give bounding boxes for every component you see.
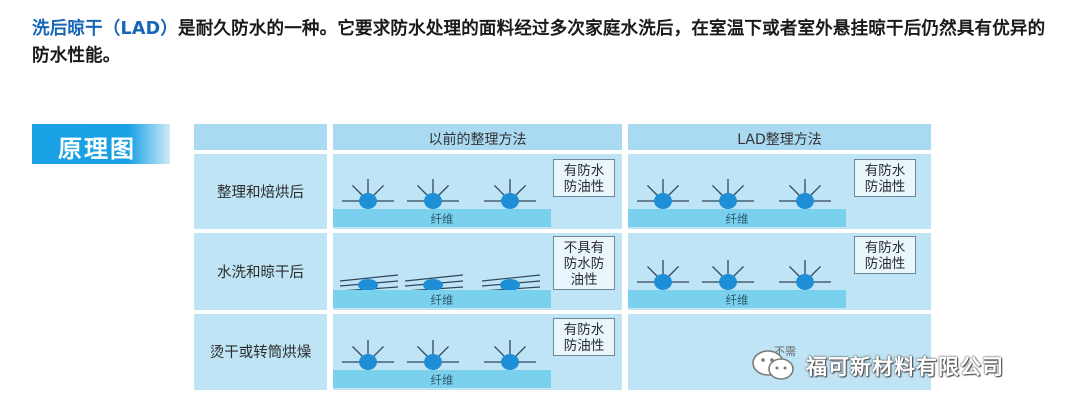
fiber-bar: 纤维 (333, 290, 551, 308)
old-note-row3: 有防水 防油性 (553, 318, 615, 356)
fiber-label: 纤维 (430, 293, 454, 307)
molecule-standing (702, 260, 754, 293)
row-label-cell: 烫干或转筒烘燥 (194, 314, 327, 390)
fiber-bar: 纤维 (333, 370, 551, 388)
molecule-lying (481, 274, 541, 292)
old-cell-row3: 有防水 防油性 纤维 (333, 314, 622, 390)
lad-note-row1: 有防水 防油性 (854, 159, 916, 197)
watermark-text: 福可新材料有限公司 (806, 355, 1004, 379)
molecule-lying (404, 274, 464, 292)
old-note-row2: 不具有 防水防 油性 (553, 236, 615, 290)
molecules-old-row2 (339, 274, 541, 292)
intro-paragraph: 洗后晾干（LAD）是耐久防水的一种。它要求防水处理的面料经过多次家庭水洗后，在室… (32, 16, 1052, 70)
molecule-lying (339, 274, 399, 292)
row-label-cell: 整理和焙烘后 (194, 154, 327, 229)
molecules-lad-row1 (637, 179, 831, 212)
old-note-row1: 有防水 防油性 (553, 159, 615, 197)
old-cell-row1: 有防水 防油性 纤维 (333, 154, 622, 229)
row-label: 烫干或转筒烘燥 (209, 345, 312, 361)
row-label: 水洗和晾干后 (217, 265, 304, 281)
molecule-standing (637, 260, 689, 293)
header-old-method-label: 以前的整理方法 (428, 132, 527, 148)
molecule-standing (342, 340, 394, 373)
header-corner (194, 124, 327, 150)
row-label-cell: 水洗和晾干后 (194, 233, 327, 310)
intro-highlight: 洗后晾干（LAD） (32, 19, 179, 39)
fiber-label: 纤维 (430, 212, 454, 226)
header-old-method: 以前的整理方法 (333, 124, 622, 150)
fiber-bar: 纤维 (333, 209, 551, 227)
lad-note-row2: 有防水 防油性 (854, 236, 916, 274)
intro-text: 是耐久防水的一种。它要求防水处理的面料经过多次家庭水洗后，在室温下或者室外悬挂晾… (32, 19, 1046, 66)
molecule-standing (484, 340, 536, 373)
section-label-text: 原理图 (58, 135, 136, 163)
fiber-label: 纤维 (725, 212, 749, 226)
molecule-standing (407, 179, 459, 212)
lad-cell-row2: 有防水 防油性 纤维 (628, 233, 931, 310)
molecule-standing (484, 179, 536, 212)
fiber-label: 纤维 (430, 373, 454, 387)
row-label: 整理和焙烘后 (217, 185, 304, 201)
section-label: 原理图 (32, 124, 170, 164)
molecule-standing (702, 179, 754, 212)
fiber-label: 纤维 (725, 293, 749, 307)
fiber-bar: 纤维 (628, 290, 846, 308)
lad-cell-row1: 有防水 防油性 纤维 (628, 154, 931, 229)
header-lad-method-label: LAD整理方法 (737, 132, 822, 148)
header-lad-method: LAD整理方法 (628, 124, 931, 150)
molecule-standing (407, 340, 459, 373)
old-cell-row2: 不具有 防水防 油性 纤维 (333, 233, 622, 310)
molecule-standing (342, 179, 394, 212)
molecule-standing (637, 179, 689, 212)
wechat-icon (752, 350, 794, 380)
fiber-bar: 纤维 (628, 209, 846, 227)
molecule-standing (779, 179, 831, 212)
molecule-standing (779, 260, 831, 293)
